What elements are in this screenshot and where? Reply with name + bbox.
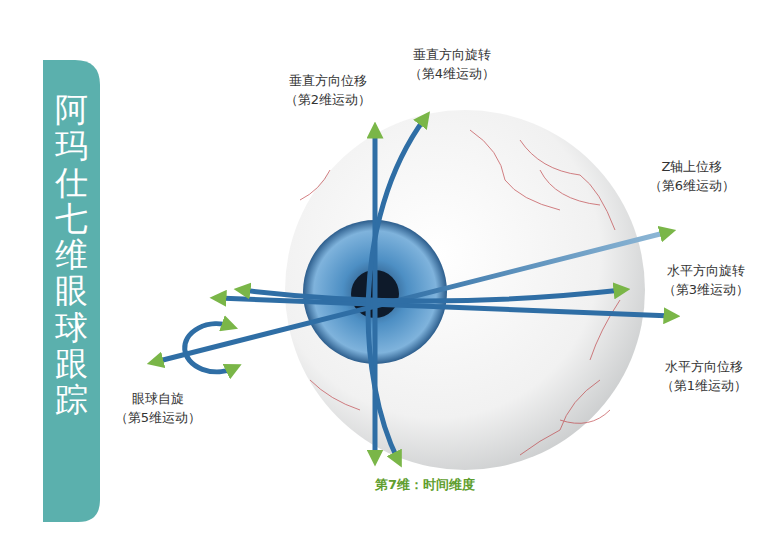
motion-arrows [155, 118, 672, 460]
motion-label: 水平方向位移 （第1维运动） [639, 358, 769, 396]
motion-label: 垂直方向旋转 （第4维运动） [387, 46, 517, 84]
motion-label: Z轴上位移 （第6维运动） [627, 158, 757, 196]
title-band [43, 60, 100, 522]
horizontal-rotation-arrow [242, 290, 622, 301]
vertical-rotation-arrow [368, 118, 425, 460]
motion-label: 眼球自旋 （第5维运动） [93, 390, 223, 428]
dimension-note: 第7维：时间维度 [325, 476, 525, 495]
vertical-arrow [373, 130, 378, 458]
eyeball [285, 110, 645, 470]
motion-label: 垂直方向位移 （第2维运动） [263, 72, 393, 110]
motion-label: 水平方向旋转 （第3维运动） [641, 262, 771, 300]
title: 阿玛仕 七维眼球跟踪 [55, 92, 88, 419]
spin-arrow [185, 324, 234, 372]
